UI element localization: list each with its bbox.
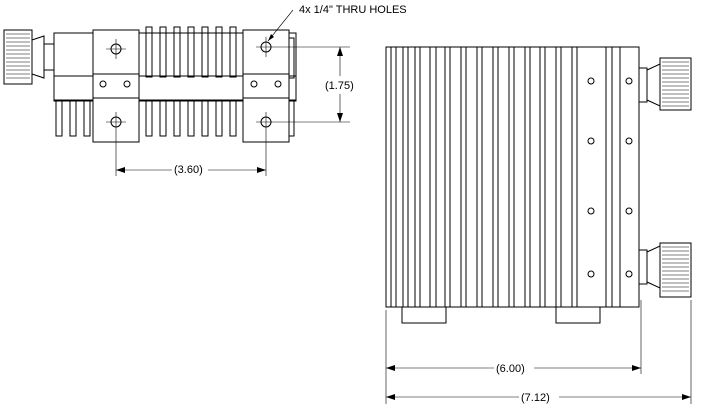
end-view-mount-right — [242, 29, 290, 143]
heatsink-body — [385, 46, 640, 308]
dim-overall-length — [386, 300, 692, 404]
dim-vertical-hole-spacing — [276, 46, 350, 123]
dim-body-length — [385, 300, 642, 404]
end-view: 4x 1/4" THRU HOLES (1.75) (3.60) — [3, 4, 407, 176]
body-screws — [587, 77, 633, 278]
foot-left — [401, 305, 447, 324]
connector-top — [638, 57, 692, 111]
heatsink-fins — [390, 47, 621, 307]
connector-bottom — [638, 242, 692, 298]
dim-label-1-75: (1.75) — [325, 80, 354, 92]
hole-note-leader — [267, 9, 294, 42]
top-view: (6.00) (7.12) — [385, 46, 692, 404]
foot-right — [555, 305, 601, 324]
dim-label-3-60: (3.60) — [174, 164, 203, 176]
hole-note: 4x 1/4" THRU HOLES — [299, 4, 407, 16]
end-view-heatsink — [53, 26, 297, 137]
dim-label-7-12: (7.12) — [521, 392, 550, 404]
end-view-connector — [3, 29, 55, 85]
dim-label-6-00: (6.00) — [496, 363, 525, 375]
end-view-mount-left — [92, 29, 140, 143]
dim-horizontal-hole-spacing — [115, 132, 267, 176]
